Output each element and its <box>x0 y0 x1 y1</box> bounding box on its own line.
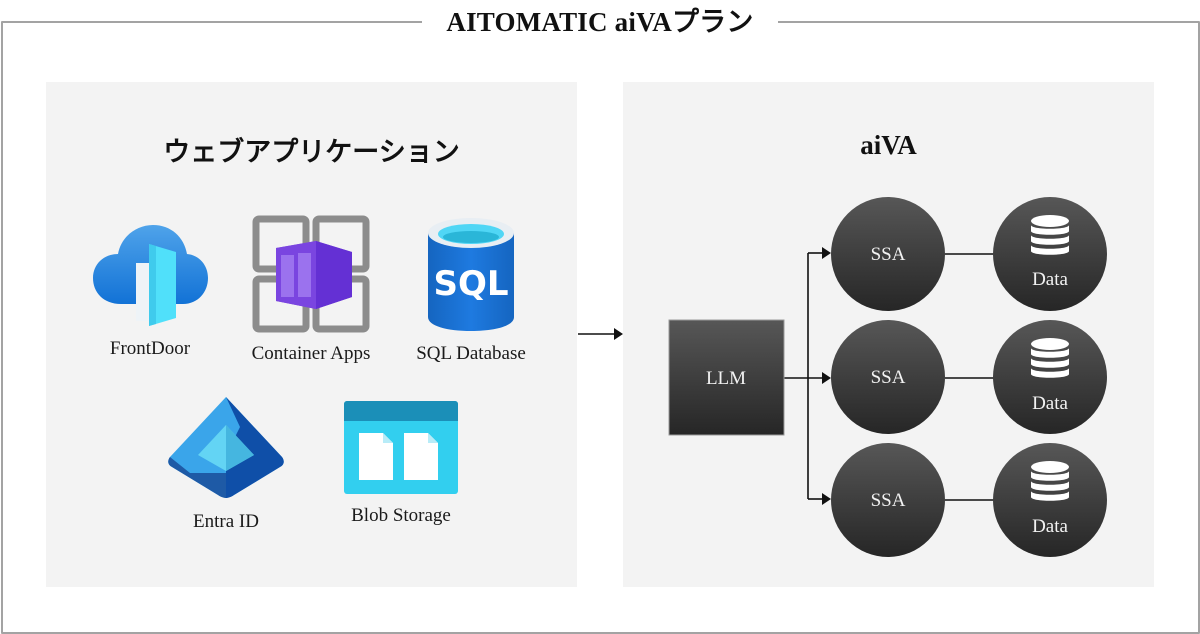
arrowhead-1 <box>822 247 831 259</box>
azure-blob-storage-icon <box>344 401 458 494</box>
ssa-label-3: SSA <box>871 490 906 511</box>
aiva-heading: aiVA <box>860 130 917 160</box>
service-sql-database: SQL SQL Database <box>406 215 536 365</box>
web-application-panel: ウェブアプリケーション FrontDoor <box>46 82 577 587</box>
arrowhead-3 <box>822 493 831 505</box>
aiva-architecture-diagram: LLM SSA SSA SSA Data Data Data <box>668 197 1107 557</box>
database-icon-2 <box>1031 338 1069 378</box>
database-icon-3 <box>1031 461 1069 501</box>
service-entra-id: Entra ID <box>161 395 291 533</box>
llm-box <box>668 319 785 436</box>
data-label-3: Data <box>1032 516 1068 537</box>
microsoft-entra-id-icon <box>168 397 284 498</box>
diagram-title: AITOMATIC aiVAプラン <box>422 0 778 44</box>
entra-id-label: Entra ID <box>193 511 259 532</box>
data-label-2: Data <box>1032 393 1068 414</box>
azure-front-door-icon <box>93 225 208 326</box>
data-label-1: Data <box>1032 269 1068 290</box>
ssa-node-3 <box>831 443 945 557</box>
aiva-panel: aiVA <box>623 82 1154 587</box>
blob-storage-label: Blob Storage <box>351 505 451 526</box>
arrowhead-2 <box>822 372 831 384</box>
web-to-aiva-arrow <box>578 328 623 340</box>
database-icon-1 <box>1031 215 1069 255</box>
sql-icon-text: SQL <box>433 264 508 304</box>
ssa-label-1: SSA <box>871 244 906 265</box>
service-blob-storage: Blob Storage <box>326 400 476 527</box>
title-bar: AITOMATIC aiVAプラン <box>0 0 1200 44</box>
ssa-node-1 <box>831 197 945 311</box>
service-frontdoor: FrontDoor <box>90 222 210 360</box>
web-application-heading: ウェブアプリケーション <box>163 137 460 167</box>
azure-sql-database-icon: SQL <box>428 218 514 331</box>
service-container-apps: Container Apps <box>236 215 386 365</box>
azure-container-apps-icon <box>252 215 370 333</box>
container-apps-label: Container Apps <box>251 343 371 364</box>
frontdoor-label: FrontDoor <box>109 338 191 359</box>
ssa-node-2 <box>831 320 945 434</box>
sql-database-label: SQL Database <box>416 343 526 364</box>
ssa-label-2: SSA <box>871 367 906 388</box>
llm-label: LLM <box>706 368 746 389</box>
